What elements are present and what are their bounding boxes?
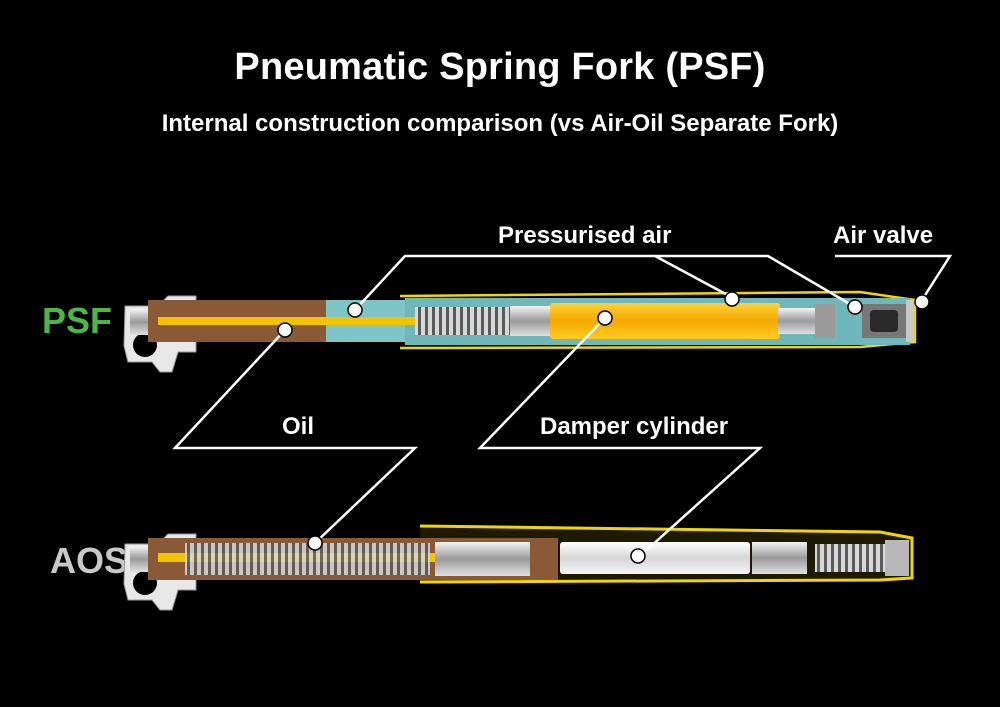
aos-long-spring: [185, 543, 430, 575]
aos-label: AOS: [50, 540, 129, 581]
damper-cylinder-dot-psf: [597, 310, 613, 326]
callout-air-valve: Air valve: [833, 222, 934, 249]
page-title: Pneumatic Spring Fork (PSF): [234, 46, 766, 88]
pressurised-air-dot-2: [724, 291, 740, 307]
psf-damper-cylinder: [550, 303, 780, 339]
callout-oil: Oil: [282, 413, 315, 440]
air-valve-leader: [835, 254, 953, 301]
damper-cylinder-leader: [477, 317, 764, 557]
psf-fork: [123, 290, 917, 373]
pressurised-air-leader-right: [655, 254, 856, 309]
page-subtitle: Internal construction comparison (vs Air…: [161, 110, 839, 137]
psf-spring: [415, 307, 515, 335]
callout-damper-cylinder: Damper cylinder: [540, 413, 729, 440]
pressurised-air-leader-left: [354, 254, 736, 311]
psf-outer-tube: [399, 290, 917, 350]
oil-dot-aos: [307, 535, 323, 551]
psf-piston-rod: [158, 317, 423, 325]
callout-pressurised-air: Pressurised air: [498, 222, 672, 249]
callout-lines: [172, 254, 953, 557]
aos-short-spring: [815, 544, 885, 572]
psf-label: PSF: [42, 300, 113, 341]
oil-dot-psf: [277, 322, 293, 338]
aos-fork: [123, 524, 914, 611]
oil-leader: [172, 329, 419, 544]
pressurised-air-dot-1: [347, 302, 363, 318]
aos-damper-cylinder: [560, 542, 750, 574]
pressurised-air-dot-3: [847, 299, 863, 315]
air-valve-dot: [914, 294, 930, 310]
callout-dots: [277, 291, 930, 564]
damper-cylinder-dot-aos: [630, 548, 646, 564]
